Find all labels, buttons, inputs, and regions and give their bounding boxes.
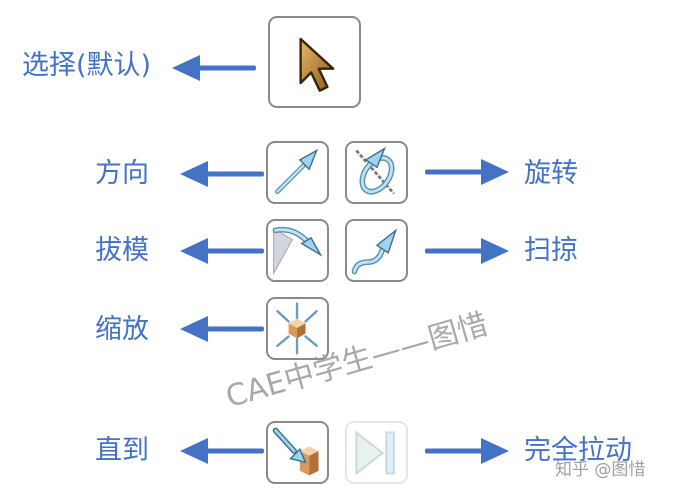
up-to-icon <box>272 427 319 476</box>
scale-icon <box>276 302 318 355</box>
label-sweep: 扫掠 <box>524 235 578 266</box>
up-to-tool-button[interactable] <box>266 421 329 484</box>
credit-watermark: 知乎 @图惜 <box>555 460 646 480</box>
select-tool-button[interactable] <box>268 16 361 108</box>
arrow-left-icon <box>180 438 264 464</box>
draft-tool-button[interactable] <box>266 219 329 282</box>
arrow-left-icon <box>180 161 264 187</box>
rotate-icon <box>355 146 395 195</box>
full-pull-icon <box>355 430 395 476</box>
label-select: 选择(默认) <box>22 50 152 81</box>
label-full-pull: 完全拉动 <box>524 435 632 466</box>
draft-icon <box>272 226 323 276</box>
label-rotate: 旋转 <box>524 158 578 189</box>
label-direction: 方向 <box>95 158 149 189</box>
arrow-right-icon <box>425 438 509 464</box>
full-pull-tool-button[interactable] <box>345 421 408 484</box>
arrow-right-icon <box>425 238 509 264</box>
label-draft: 拔模 <box>95 235 149 266</box>
direction-tool-button[interactable] <box>266 141 329 204</box>
direction-arrow-icon <box>275 148 319 195</box>
sweep-tool-button[interactable] <box>345 219 408 282</box>
arrow-left-icon <box>180 316 264 342</box>
sweep-icon <box>351 228 398 275</box>
arrow-right-icon <box>425 159 509 185</box>
label-up-to: 直到 <box>95 435 149 466</box>
rotate-tool-button[interactable] <box>345 141 408 204</box>
label-scale: 缩放 <box>95 314 149 345</box>
arrow-left-icon <box>180 238 264 264</box>
cursor-arrow-icon <box>299 37 335 92</box>
scale-tool-button[interactable] <box>266 297 329 360</box>
arrow-left-icon <box>172 55 256 81</box>
